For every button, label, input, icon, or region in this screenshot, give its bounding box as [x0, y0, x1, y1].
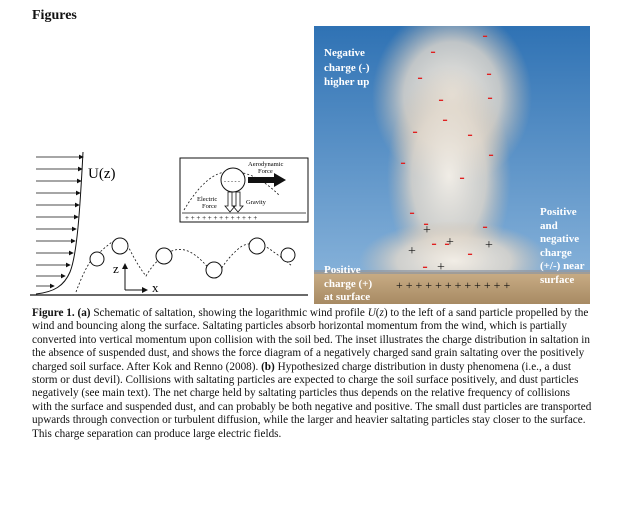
svg-text:-: - — [417, 69, 422, 86]
svg-text:-: - — [482, 27, 487, 44]
figure-label: Figure 1. — [32, 307, 75, 319]
electric-label-2: Force — [202, 203, 217, 210]
svg-text:negative: negative — [540, 233, 579, 245]
svg-text:and: and — [540, 220, 558, 232]
negative-charge-marks: - - - - - - - - - - - - - - - - - - - — [400, 27, 493, 275]
svg-text:-: - — [486, 65, 491, 82]
saltation-schematic: U(z) z x - - - - - Aerodynamic Force Ele… — [30, 150, 312, 300]
svg-text:+: + — [485, 238, 493, 253]
surface-plus-row: + + + + + + + + + + + + — [396, 278, 510, 292]
svg-text:-: - — [400, 154, 405, 171]
svg-text:-: - — [422, 258, 427, 275]
u-symbol: U — [367, 307, 376, 319]
z-symbol: z — [379, 307, 384, 319]
svg-text:(+/-) near: (+/-) near — [540, 260, 585, 272]
figure-caption: Figure 1. (a) Schematic of saltation, sh… — [32, 307, 592, 440]
caption-text-1: Schematic of saltation, showing the loga… — [93, 307, 365, 319]
label-negative-higher: Negative charge (-) higher up — [324, 47, 370, 88]
part-b-label: (b) — [261, 360, 275, 373]
axes — [122, 263, 148, 293]
svg-text:+: + — [423, 223, 431, 238]
svg-text:-: - — [467, 126, 472, 143]
svg-text:+: + — [408, 244, 416, 259]
axis-x-label: x — [152, 280, 159, 295]
aerodynamic-force-arrow — [248, 173, 286, 187]
electric-force-arrow — [224, 191, 236, 213]
surface-charges: + + + + + + + + + + + + + — [185, 214, 257, 222]
svg-text:Negative: Negative — [324, 47, 365, 59]
aero-label-2: Force — [258, 168, 273, 175]
force-inset: - - - - - Aerodynamic Force Electric For… — [179, 157, 309, 223]
svg-text:-: - — [438, 91, 443, 108]
svg-text:charge: charge — [540, 247, 572, 259]
caption-text-3: Hypothesized charge distribution in dust… — [32, 360, 592, 440]
svg-text:Positive: Positive — [324, 264, 361, 276]
part-a-label: (a) — [77, 307, 91, 319]
wind-profile-label: U(z) — [88, 166, 115, 182]
svg-text:-: - — [423, 215, 428, 232]
svg-text:-: - — [482, 218, 487, 235]
caption-text-2: to the left of a sand particle propelled… — [32, 307, 590, 373]
figures-heading: Figures — [32, 8, 77, 23]
positive-charge-marks: + + + + + — [408, 223, 493, 275]
svg-text:surface: surface — [540, 274, 574, 286]
svg-text:-: - — [459, 169, 464, 186]
svg-text:-: - — [431, 235, 436, 252]
svg-text:-: - — [409, 204, 414, 221]
svg-text:charge (-): charge (-) — [324, 62, 370, 74]
grain-charges: - - - - - — [224, 179, 240, 185]
svg-text:charge (+): charge (+) — [324, 278, 372, 290]
svg-text:-: - — [430, 43, 435, 60]
axis-z-label: z — [113, 261, 119, 276]
label-positive-surface: Positive charge (+) at surface — [324, 264, 372, 303]
wind-profile-arrows — [36, 154, 84, 289]
electric-label-1: Electric — [197, 196, 217, 203]
svg-text:at surface: at surface — [324, 291, 370, 303]
gravity-label: Gravity — [246, 199, 267, 206]
svg-text:-: - — [487, 89, 492, 106]
svg-text:+: + — [446, 235, 454, 250]
gravity-arrow — [232, 191, 244, 213]
svg-text:-: - — [488, 146, 493, 163]
svg-text:-: - — [412, 123, 417, 140]
svg-text:+: + — [437, 260, 445, 275]
svg-text:higher up: higher up — [324, 76, 369, 88]
svg-text:Positive: Positive — [540, 206, 577, 218]
dust-devil-photo: - - - - - - - - - - - - - - - - - - - + … — [314, 26, 590, 304]
label-mixed-near-surface: Positive and negative charge (+/-) near … — [540, 206, 585, 286]
svg-text:-: - — [444, 235, 449, 252]
sand-grains — [89, 237, 296, 279]
aero-label-1: Aerodynamic — [248, 161, 283, 168]
svg-text:-: - — [467, 245, 472, 262]
svg-text:-: - — [442, 111, 447, 128]
wind-profile-curve — [35, 151, 84, 295]
